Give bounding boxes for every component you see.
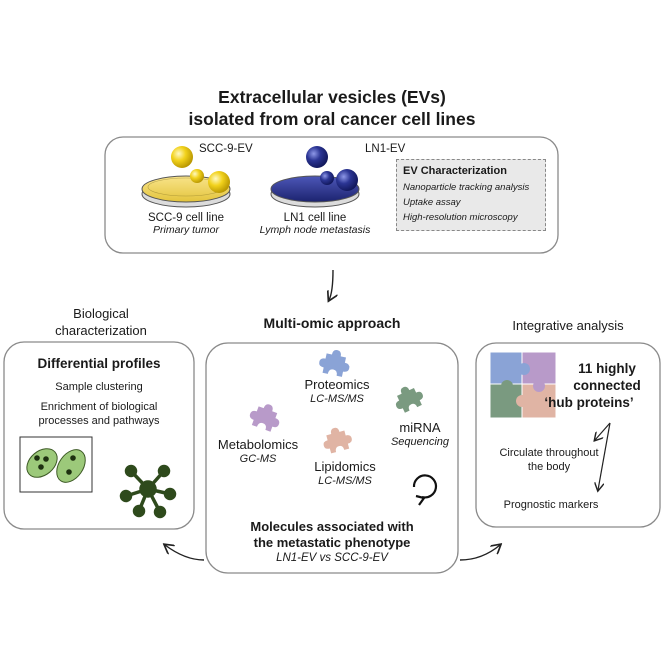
arrow-circulate-icon [595,422,611,440]
cycle-arrowhead-icon [415,494,426,506]
ln1-caption: LN1 cell line Lymph node metastasis [240,212,390,236]
proteomics-method: LC-MS/MS [310,393,364,405]
center-panel [205,342,459,574]
left-heading-line1: Biological [73,306,129,321]
ev-char-item: High-resolution microscopy [403,212,518,223]
left-item-2-line1: Enrichment of biological [40,401,158,413]
center-comparison: LN1-EV vs SCC-9-EV [276,552,388,564]
ev-characterization-title: EV Characterization [403,165,507,177]
page-title: Extracellular vesicles (EVs) isolated fr… [120,86,544,130]
scc9-dish-icon [141,175,231,208]
mirna-name: miRNA [399,420,441,435]
ln1-ev-spheres-icon [306,146,358,191]
mirna-label: miRNA Sequencing [380,420,460,450]
left-heading-line2: characterization [55,323,147,338]
lipidomics-method: LC-MS/MS [318,475,372,487]
ln1-name: LN1 cell line [283,212,347,224]
ev-char-item: Uptake assay [403,197,461,208]
ln1-dish-icon [270,175,360,208]
right-title-line3: ‘hub proteins’ [544,395,634,410]
right-heading: Integrative analysis [512,318,624,333]
right-item-1-line2: the body [527,461,571,473]
left-item-2-line2: processes and pathways [38,415,160,427]
scc9-subtitle: Primary tumor [153,224,219,236]
metabolomics-name: Metabolomics [217,437,299,452]
left-item-1: Sample clustering [55,381,143,393]
scc9-ev-spheres-icon [171,146,230,193]
ln1-subtitle: Lymph node metastasis [259,224,371,236]
left-item-2: Enrichment of biological processes and p… [4,400,194,428]
center-heading: Multi-omic approach [263,315,401,331]
down-arrow-icon [329,269,333,300]
mirna-method: Sequencing [390,436,450,448]
scc9-name: SCC-9 cell line [147,212,225,224]
ev-char-item: Nanoparticle tracking analysis [403,182,530,193]
ln1-ev-label: LN1-EV [365,143,406,155]
metabolomics-label: Metabolomics GC-MS [208,437,308,467]
right-title: 11 highly connected ‘hub proteins’ [544,360,658,411]
ev-characterization-box: EV Characterization Nanoparticle trackin… [396,159,546,231]
metabolomics-method: GC-MS [239,453,277,465]
hub-puzzle-icon [489,351,557,419]
arrow-to-right-icon [459,545,500,561]
proteomics-name: Proteomics [304,377,370,392]
right-title-line2: connected [573,378,641,393]
center-result: Molecules associated with the metastatic… [206,519,458,551]
arrow-to-left-icon [165,545,205,561]
right-item-2: Prognostic markers [503,499,599,511]
right-item-1-line1: Circulate throughout [499,447,599,459]
right-item-1: Circulate throughout the body [490,446,608,474]
left-heading: Biological characterization [10,305,192,339]
scc9-caption: SCC-9 cell line Primary tumor [116,212,256,236]
scc9-ev-label: SCC-9-EV [199,143,253,155]
lipidomics-label: Lipidomics LC-MS/MS [290,459,400,489]
cycle-arrow-icon [412,474,438,499]
title-line2: isolated from oral cancer cell lines [188,109,476,129]
left-title: Differential profiles [37,356,161,371]
network-icon [119,464,177,519]
title-line1: Extracellular vesicles (EVs) [218,87,446,107]
cluster-ellipses-icon [26,448,86,483]
right-title-line1: 11 highly [578,361,636,376]
lipidomics-name: Lipidomics [314,459,376,474]
center-result-line2: the metastatic phenotype [253,535,411,550]
center-result-line1: Molecules associated with [250,519,414,534]
arrow-prognostic-icon [598,422,611,490]
proteomics-label: Proteomics LC-MS/MS [282,377,392,407]
